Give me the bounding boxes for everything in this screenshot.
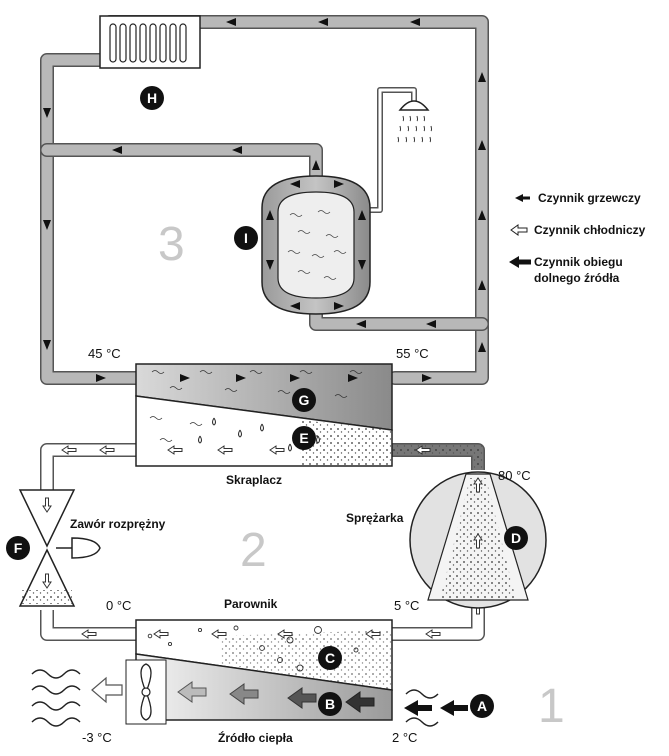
svg-text:B: B <box>325 696 335 712</box>
marker-A: A <box>470 694 494 718</box>
temp-5: 5 °C <box>394 598 419 613</box>
label-parownik: Parownik <box>224 597 278 611</box>
heating-pipes <box>40 15 489 385</box>
legend-lower-line2: dolnego źródła <box>534 271 620 285</box>
letter-markers: H I G E D F C B A <box>6 86 528 718</box>
marker-B: B <box>318 692 342 716</box>
circuit-1-number: 1 <box>538 680 565 733</box>
legend-heating-arrow <box>515 194 530 202</box>
fan-icon <box>125 659 167 725</box>
marker-I: I <box>234 226 258 250</box>
legend-lower-source-arrow <box>509 256 531 268</box>
legend <box>509 194 531 268</box>
air-waves <box>31 669 439 727</box>
marker-H: H <box>140 86 164 110</box>
circuit-2-number: 2 <box>240 524 267 577</box>
marker-F: F <box>6 536 30 560</box>
temp-80: 80 °C <box>498 468 531 483</box>
marker-E: E <box>292 426 316 450</box>
marker-G: G <box>292 388 316 412</box>
condenser <box>135 363 393 467</box>
svg-text:F: F <box>14 540 23 556</box>
svg-text:E: E <box>299 430 308 446</box>
compressor <box>409 471 547 609</box>
heating-arrows <box>43 18 486 382</box>
legend-lower-line1: Czynnik obiegu <box>534 255 623 269</box>
radiator <box>99 15 201 69</box>
shower-icon <box>397 100 432 143</box>
svg-text:A: A <box>477 698 487 714</box>
legend-refrigerant-arrow <box>510 224 528 236</box>
temp-0: 0 °C <box>106 598 131 613</box>
svg-text:C: C <box>325 650 335 666</box>
label-zawor: Zawór rozprężny <box>70 517 166 531</box>
lower-source-arrows <box>91 676 468 716</box>
temp-minus-3: -3 °C <box>82 730 112 745</box>
hot-water-tank <box>261 175 371 315</box>
svg-text:D: D <box>511 530 521 546</box>
expansion-valve <box>18 489 101 607</box>
svg-text:I: I <box>244 230 248 246</box>
label-zrodlo: Źródło ciepła <box>218 730 293 745</box>
legend-refrigerant-label: Czynnik chłodniczy <box>534 223 646 237</box>
circuit-3-number: 3 <box>158 218 185 271</box>
label-sprezarka: Sprężarka <box>346 511 404 525</box>
temp-2: 2 °C <box>392 730 417 745</box>
svg-text:G: G <box>299 392 310 408</box>
label-skraplacz: Skraplacz <box>226 473 282 487</box>
legend-heating-label: Czynnik grzewczy <box>538 191 641 205</box>
svg-text:H: H <box>147 90 157 106</box>
marker-C: C <box>318 646 342 670</box>
marker-D: D <box>504 526 528 550</box>
temp-45: 45 °C <box>88 346 121 361</box>
temp-55: 55 °C <box>396 346 429 361</box>
